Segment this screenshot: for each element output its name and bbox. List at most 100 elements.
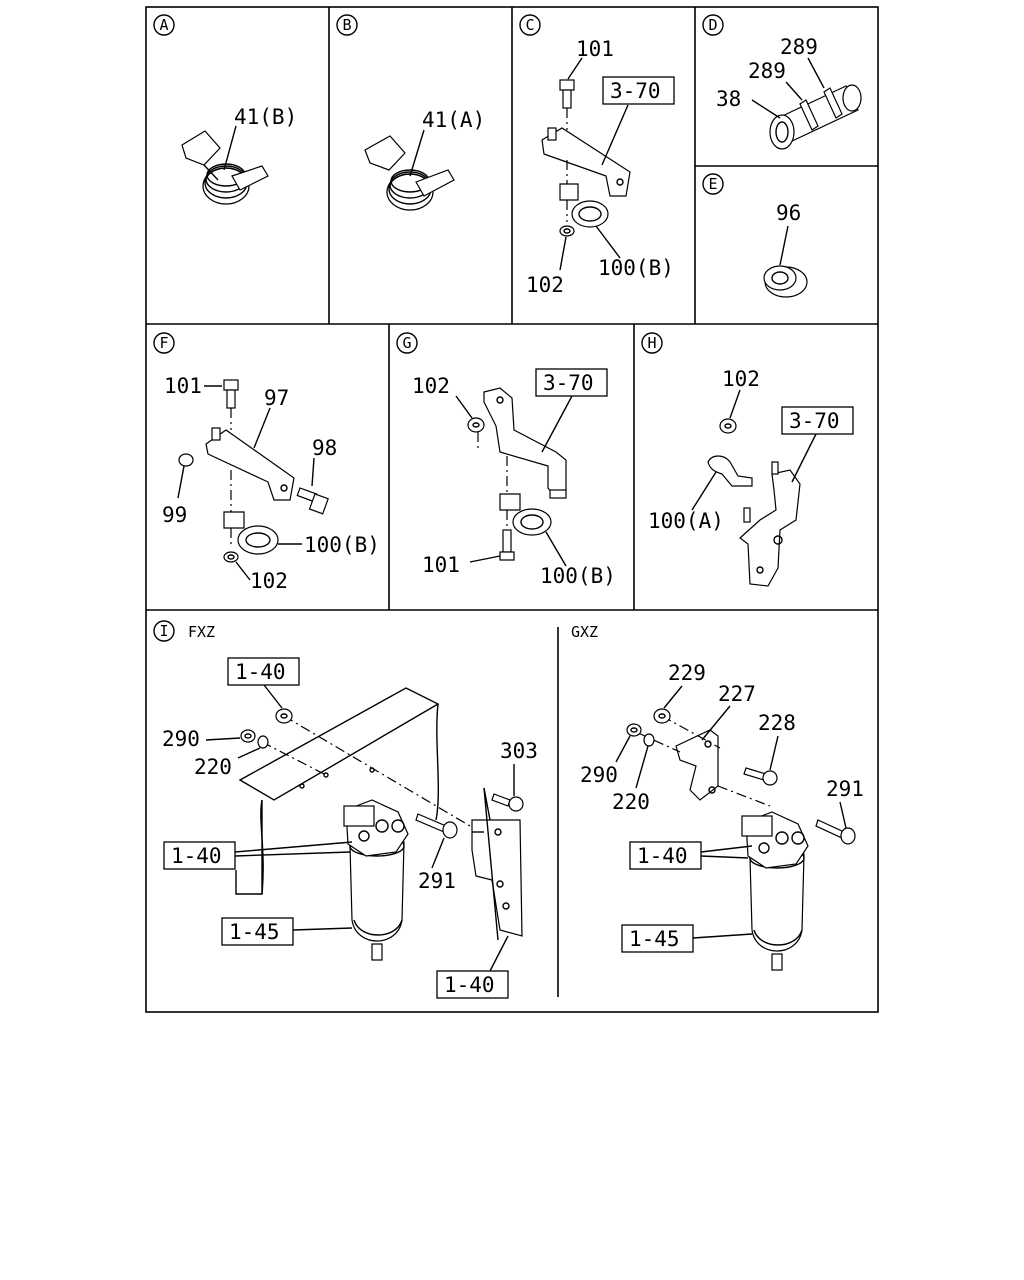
panel-c: C 101 3-70 102 100(B) [519, 14, 675, 297]
frame-rail-drawing [235, 687, 440, 895]
nut-102-h-drawing [719, 418, 737, 434]
nut-1-40-top-drawing [275, 708, 293, 724]
gxz-title: GXZ [571, 623, 598, 641]
label-220-gxz: 220 [612, 790, 650, 814]
panel-h-marker: H [641, 332, 663, 354]
clip-100b-g-drawing [499, 493, 552, 536]
label-101-g: 101 [422, 553, 460, 577]
nut-290-gxz-drawing [626, 723, 642, 737]
label-101: 101 [576, 37, 614, 61]
label-102: 102 [526, 273, 564, 297]
panel-i-marker: I [153, 620, 175, 642]
panel-b: B 41(A) [336, 14, 485, 211]
bolt-291-fxz-drawing [415, 813, 458, 839]
ref-box-1-45-gxz [621, 924, 694, 953]
panel-a-letter: A [159, 16, 168, 34]
label-291-gxz: 291 [826, 777, 864, 801]
label-102-g: 102 [412, 374, 450, 398]
ref-box-1-40-mid-fxz [163, 841, 236, 870]
panel-g-marker: G [396, 332, 418, 354]
label-102-h: 102 [722, 367, 760, 391]
bolt-101-f-drawing [223, 379, 239, 409]
ref-1-40-mid-fxz: 1-40 [171, 844, 222, 868]
fuel-filter-fxz-drawing [343, 799, 409, 961]
panel-e: E 96 [702, 173, 808, 298]
panel-a: A 41(B) [153, 14, 297, 205]
fuel-filter-gxz-drawing [741, 811, 809, 971]
label-228: 228 [758, 711, 796, 735]
nut-102-drawing [559, 225, 575, 237]
panel-b-marker: B [336, 14, 358, 36]
bolt-101-drawing [559, 79, 575, 109]
clip-100a-drawing [707, 455, 753, 487]
label-227: 227 [718, 682, 756, 706]
bolt-98-drawing [296, 487, 329, 515]
nut-99-drawing [178, 453, 194, 467]
label-289b: 289 [748, 59, 786, 83]
label-220-fxz: 220 [194, 755, 232, 779]
panel-f-marker: F [153, 332, 175, 354]
panel-h-letter: H [647, 334, 656, 352]
panel-g: G 102 3-70 101 100(B) [396, 332, 616, 588]
label-100b-g: 100(B) [540, 564, 616, 588]
label-290-gxz: 290 [580, 763, 618, 787]
ref-1-45-gxz: 1-45 [629, 927, 680, 951]
ref-box-1-40-top [227, 657, 300, 686]
panel-b-letter: B [342, 16, 351, 34]
fxz-title: FXZ [188, 623, 215, 641]
ref-box-1-45-fxz [221, 917, 294, 946]
label-290-fxz: 290 [162, 727, 200, 751]
hose-clamp-41a-drawing [364, 135, 455, 211]
washer-220-fxz-drawing [257, 735, 269, 749]
hose-38-drawing [769, 84, 862, 150]
ref-1-40-bottom: 1-40 [444, 973, 495, 997]
ref-1-40-top: 1-40 [235, 660, 286, 684]
label-38: 38 [716, 87, 741, 111]
bolt-228-drawing [743, 767, 778, 786]
panel-f-letter: F [159, 334, 168, 352]
panel-i: I FXZ GXZ [153, 620, 864, 999]
label-101-f: 101 [164, 374, 202, 398]
panel-f: F 101 97 [153, 332, 380, 593]
ref-box-1-40-bottom [436, 970, 509, 999]
ref-1-45-fxz: 1-45 [229, 920, 280, 944]
label-41b: 41(B) [234, 105, 297, 129]
bracket-drawing [541, 127, 631, 197]
bolt-101-g-drawing [499, 529, 515, 561]
clip-100b-drawing [559, 183, 609, 228]
bracket-97-drawing [205, 427, 295, 501]
bolt-291-gxz-drawing [815, 819, 856, 845]
panel-d-marker: D [702, 14, 724, 36]
panel-e-marker: E [702, 173, 724, 195]
label-41a: 41(A) [422, 108, 485, 132]
nut-102-g-drawing [467, 417, 485, 433]
hose-clamp-41b-drawing [181, 130, 269, 205]
label-99: 99 [162, 503, 187, 527]
ref-box-3-70-g [535, 368, 608, 397]
ref-3-70: 3-70 [610, 79, 661, 103]
panel-h: H 102 3-70 100(A) [641, 332, 854, 587]
panel-d-letter: D [708, 16, 717, 34]
nut-102-f-drawing [223, 551, 239, 563]
bracket-1-40-drawing [471, 819, 523, 937]
panel-e-letter: E [708, 175, 717, 193]
label-97: 97 [264, 386, 289, 410]
nut-229-drawing [653, 708, 671, 724]
diagram-frame [145, 6, 879, 1013]
washer-220-gxz-drawing [643, 733, 655, 747]
label-96: 96 [776, 201, 801, 225]
panel-d: D 289 289 38 [702, 14, 862, 150]
label-229: 229 [668, 661, 706, 685]
label-289a: 289 [780, 35, 818, 59]
panel-a-marker: A [153, 14, 175, 36]
label-98: 98 [312, 436, 337, 460]
grommet-96-drawing [763, 265, 808, 298]
ref-3-70-h: 3-70 [789, 409, 840, 433]
label-100b-f: 100(B) [304, 533, 380, 557]
ref-1-40-mid-gxz: 1-40 [637, 844, 688, 868]
label-100a: 100(A) [648, 509, 724, 533]
bracket-g-drawing [483, 387, 567, 499]
label-303: 303 [500, 739, 538, 763]
bolt-303-drawing [491, 793, 524, 812]
